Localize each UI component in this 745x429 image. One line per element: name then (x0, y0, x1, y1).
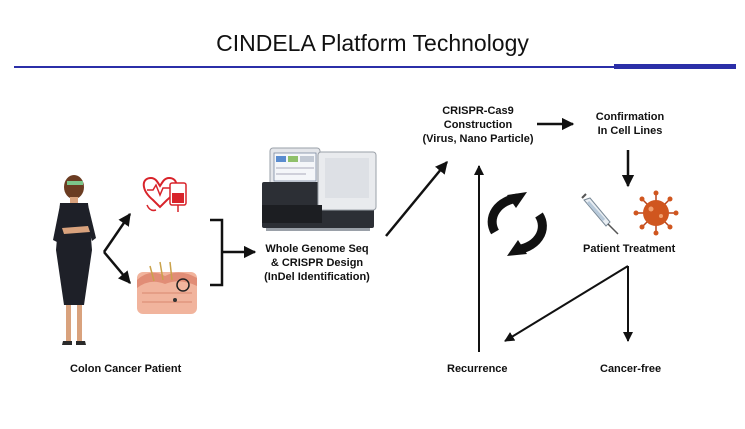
arrow-to-crispr (385, 161, 448, 237)
label-crispr-line3: (Virus, Nano Particle) (422, 133, 534, 145)
label-recurrence: Recurrence (447, 363, 508, 375)
sequencer-icon (262, 147, 377, 231)
syringe-icon (581, 193, 619, 235)
tissue-icon (137, 261, 197, 314)
label-cancer-free: Cancer-free (600, 363, 662, 375)
label-crispr-line2: Construction (443, 119, 513, 131)
label-wgs-line3: (InDel Identification) (264, 271, 370, 283)
label-wgs-line1: Whole Genome Seq (265, 243, 369, 255)
label-patient: Colon Cancer Patient (70, 363, 182, 375)
cycle-arrows-icon (487, 192, 547, 256)
label-wgs: Whole Genome Seq & CRISPR Design (InDel … (255, 242, 379, 284)
label-confirmation-line2: In Cell Lines (597, 125, 663, 137)
blood-bag-icon (142, 176, 187, 212)
title-underline (14, 66, 736, 68)
arrow-to-recurrence (504, 265, 629, 342)
arrow-to-tissue (103, 251, 131, 284)
patient-figure (53, 175, 96, 345)
label-confirmation: Confirmation In Cell Lines (584, 110, 676, 138)
label-treatment: Patient Treatment (583, 243, 676, 255)
label-crispr: CRISPR-Cas9 Construction (Virus, Nano Pa… (418, 104, 538, 146)
virus-icon (633, 190, 679, 236)
page-title: CINDELA Platform Technology (216, 30, 529, 56)
title-underline-accent (614, 64, 736, 69)
label-wgs-line2: & CRISPR Design (270, 257, 364, 269)
label-crispr-line1: CRISPR-Cas9 (442, 105, 514, 117)
arrow-to-blood (102, 212, 132, 253)
label-confirmation-line1: Confirmation (595, 111, 665, 123)
sample-bracket (210, 218, 224, 287)
